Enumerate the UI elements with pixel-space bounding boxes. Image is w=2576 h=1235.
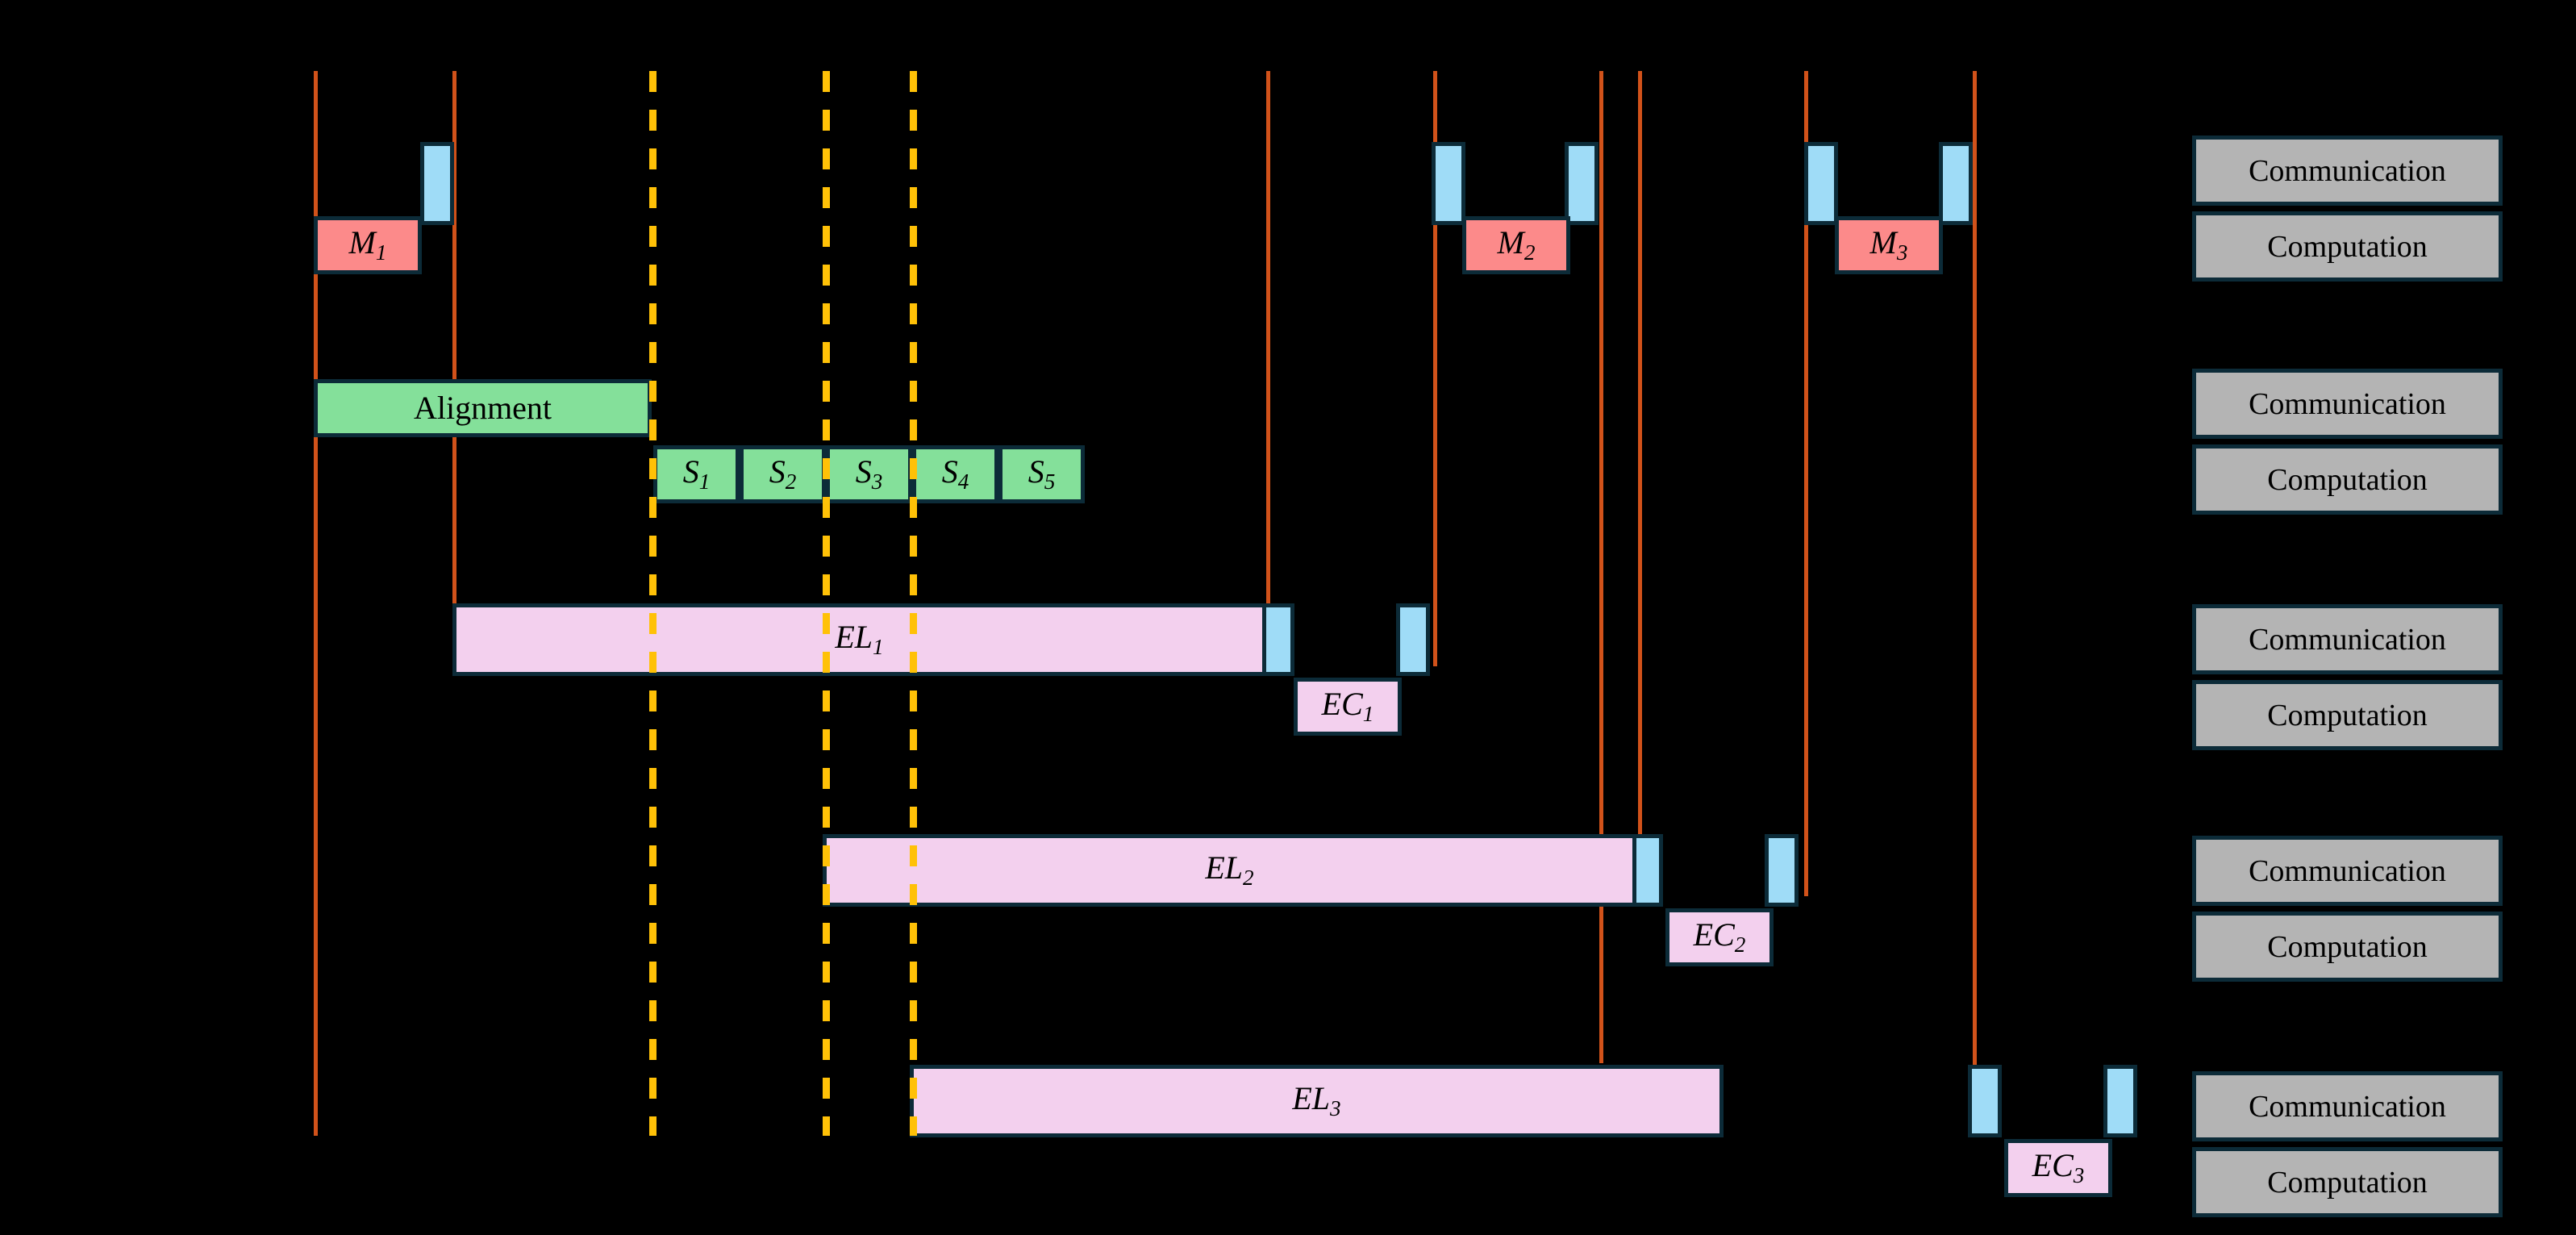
block-s4-label: S4 (941, 453, 969, 494)
comm-m1[interactable] (420, 142, 454, 225)
block-ec2[interactable]: EC2 (1665, 908, 1774, 966)
block-s2[interactable]: S2 (740, 445, 826, 503)
legend-group-2-communication[interactable]: Communication (2192, 369, 2503, 439)
block-el3-label: EL3 (1292, 1079, 1341, 1120)
block-ec2-label: EC2 (1693, 916, 1746, 957)
comm-m3a[interactable] (1804, 142, 1838, 225)
legend-group-2-computation-label: Computation (2267, 462, 2428, 497)
block-s2-label: S2 (769, 453, 797, 494)
legend-group-1-communication-label: Communication (2249, 153, 2446, 188)
legend-group-5-communication[interactable]: Communication (2192, 1071, 2503, 1141)
block-el1[interactable]: EL1 (452, 603, 1266, 676)
legend-group-2-communication-label: Communication (2249, 386, 2446, 421)
block-el2[interactable]: EL2 (823, 834, 1636, 907)
solid-guide-line-t5 (1638, 71, 1642, 896)
comm-m3b[interactable] (1939, 142, 1973, 225)
legend-group-4-communication[interactable]: Communication (2192, 836, 2503, 906)
block-m1[interactable]: M1 (314, 216, 422, 274)
block-ec3[interactable]: EC3 (2004, 1139, 2112, 1197)
block-m3-label: M3 (1869, 223, 1908, 265)
block-m3[interactable]: M3 (1835, 216, 1943, 274)
block-el2-label: EL2 (1205, 849, 1254, 890)
dashed-guide-line-d2 (910, 71, 917, 1136)
comm-m2a[interactable] (1432, 142, 1465, 225)
solid-guide-line-t4 (1599, 71, 1603, 1063)
block-s4[interactable]: S4 (912, 445, 998, 503)
legend-group-1-communication[interactable]: Communication (2192, 136, 2503, 206)
comm-el2b[interactable] (1765, 834, 1799, 907)
block-s5-label: S5 (1027, 453, 1056, 494)
block-s3[interactable]: S3 (826, 445, 912, 503)
block-el3[interactable]: EL3 (910, 1065, 1724, 1137)
block-ec3-label: EC3 (2032, 1146, 2085, 1187)
legend-group-4-computation-label: Computation (2267, 929, 2428, 964)
block-m2-label: M2 (1497, 223, 1536, 265)
block-s1[interactable]: S1 (653, 445, 740, 503)
block-ec1[interactable]: EC1 (1294, 678, 1402, 736)
legend-group-3-communication[interactable]: Communication (2192, 604, 2503, 674)
legend-group-3-communication-label: Communication (2249, 622, 2446, 657)
block-s3-label: S3 (855, 453, 883, 494)
block-m1-label: M1 (348, 223, 387, 265)
solid-guide-line-t0 (314, 71, 318, 1136)
solid-guide-line-t6 (1804, 71, 1808, 896)
comm-el3a[interactable] (1968, 1065, 2002, 1137)
block-s1-label: S1 (682, 453, 711, 494)
block-s5[interactable]: S5 (998, 445, 1085, 503)
dashed-guide-line-d1 (823, 71, 830, 1136)
legend-group-4-computation[interactable]: Computation (2192, 912, 2503, 982)
legend-group-1-computation-label: Computation (2267, 229, 2428, 264)
solid-guide-line-t2 (1266, 71, 1270, 666)
legend-group-3-computation-label: Computation (2267, 698, 2428, 732)
block-alignment[interactable]: Alignment (314, 379, 652, 437)
dashed-guide-line-d0 (649, 71, 657, 1136)
solid-guide-line-t3 (1433, 71, 1437, 666)
block-el1-label: EL1 (835, 618, 884, 659)
block-m2[interactable]: M2 (1462, 216, 1570, 274)
solid-guide-line-t1 (452, 71, 456, 666)
legend-group-5-computation[interactable]: Computation (2192, 1147, 2503, 1217)
legend-group-1-computation[interactable]: Computation (2192, 211, 2503, 282)
comm-m2b[interactable] (1565, 142, 1599, 225)
legend-group-5-computation-label: Computation (2267, 1165, 2428, 1200)
block-alignment-label: Alignment (413, 390, 552, 426)
legend-group-4-communication-label: Communication (2249, 853, 2446, 888)
comm-el3b[interactable] (2103, 1065, 2137, 1137)
comm-el1b[interactable] (1396, 603, 1430, 676)
legend-group-5-communication-label: Communication (2249, 1089, 2446, 1124)
legend-group-3-computation[interactable]: Computation (2192, 680, 2503, 750)
solid-guide-line-t7 (1973, 71, 1977, 1136)
block-ec1-label: EC1 (1321, 685, 1374, 726)
legend-group-2-computation[interactable]: Computation (2192, 444, 2503, 515)
